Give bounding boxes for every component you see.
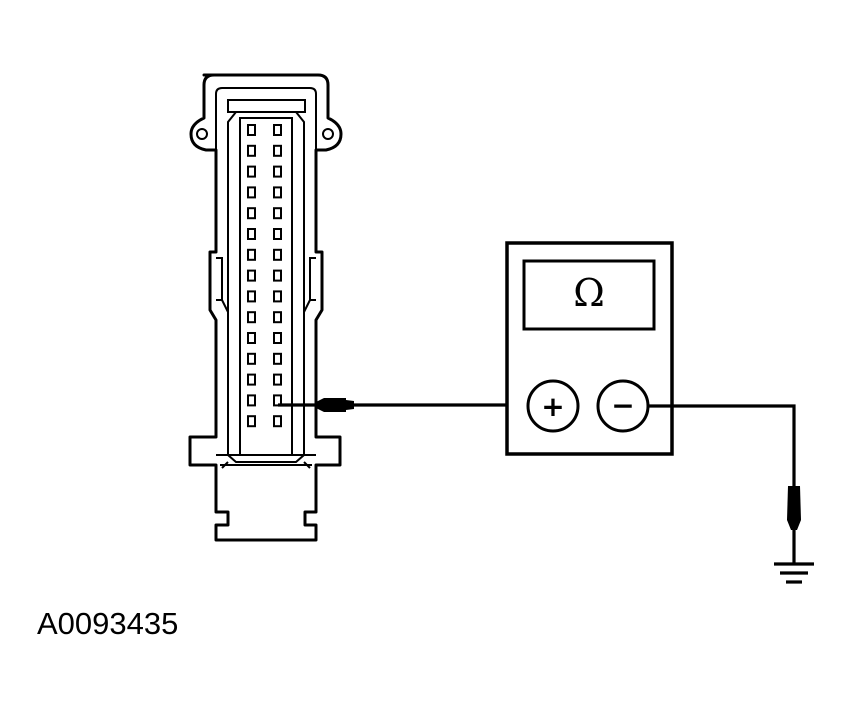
connector-pin	[273, 165, 282, 178]
connector-pin	[273, 269, 282, 282]
connector-pin	[273, 124, 282, 136]
connector-pin	[247, 207, 256, 220]
connector-pin	[273, 207, 282, 220]
wiring-connector	[188, 73, 343, 542]
connector-pin	[273, 352, 282, 365]
connector-latch	[215, 87, 317, 150]
connector-pin	[247, 373, 256, 386]
connector-pin	[273, 228, 282, 240]
connector-pin	[273, 394, 282, 407]
meter-display-symbol: Ω	[573, 271, 605, 315]
wire-negative	[648, 404, 796, 486]
probe-positive-cap	[346, 400, 354, 410]
meter-display	[522, 259, 656, 331]
connector-pin	[247, 124, 256, 136]
connector-pin	[247, 228, 256, 240]
connector-latch-inner	[227, 99, 306, 113]
connector-pin	[247, 165, 256, 178]
test-lead-positive	[278, 398, 528, 412]
test-lead-negative	[648, 404, 801, 563]
ohmmeter: Ω + −	[505, 241, 674, 456]
connector-pin	[273, 248, 282, 261]
mounting-hole-left	[196, 128, 208, 140]
connector-pin	[247, 144, 256, 157]
probe-negative	[787, 486, 801, 530]
connector-pin	[273, 186, 282, 199]
connector-pin	[247, 248, 256, 261]
connector-pin	[247, 290, 256, 303]
terminal-positive	[526, 379, 580, 433]
probe-positive	[316, 398, 346, 412]
terminal-negative-label: −	[611, 389, 634, 422]
connector-pin	[273, 290, 282, 303]
connector-pin-grid	[247, 124, 282, 428]
terminal-positive-label: +	[541, 390, 564, 423]
connector-pin	[247, 394, 256, 407]
connector-pin	[247, 186, 256, 199]
connector-pin	[273, 373, 282, 386]
connector-cavity	[227, 111, 305, 463]
connector-pin	[273, 144, 282, 157]
connector-pin	[247, 269, 256, 282]
connector-housing	[188, 73, 343, 542]
connector-pin	[273, 332, 282, 344]
mounting-hole-right	[322, 128, 334, 140]
connector-side-rib-right	[303, 257, 316, 313]
connector-pin	[247, 352, 256, 365]
connector-pin	[247, 415, 256, 428]
figure-id: A0093435	[37, 606, 179, 641]
connector-pin	[247, 311, 256, 324]
connector-pin	[273, 311, 282, 324]
connector-pin	[247, 332, 256, 344]
connector-bottom-flange	[216, 454, 316, 469]
connector-pin	[273, 415, 282, 428]
connector-side-rib-left	[216, 257, 229, 313]
ground-symbol-icon	[774, 562, 814, 584]
